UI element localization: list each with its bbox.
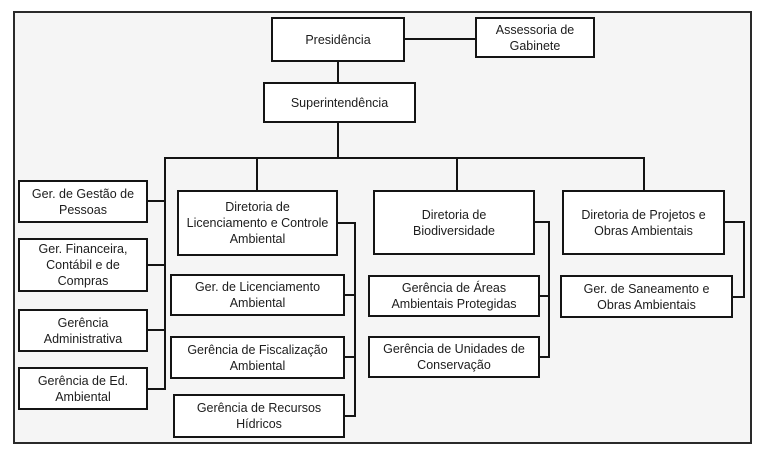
connector-presidencia-assessoria <box>405 38 475 40</box>
node-label: Ger. de Saneamento e Obras Ambientais <box>583 281 710 312</box>
connector-stub-fiscalizacao <box>345 356 355 358</box>
node-label: Presidência <box>305 32 371 47</box>
node-label: Assessoria de Gabinete <box>495 22 575 53</box>
connector-stub-ed-ambiental <box>148 388 166 390</box>
node-gerencia-fiscalizacao-ambiental: Gerência de Fiscalização Ambiental <box>170 336 345 379</box>
connector-drop-dir-projetos <box>643 158 645 190</box>
node-assessoria-de-gabinete: Assessoria de Gabinete <box>475 17 595 58</box>
node-label: Gerência de Unidades de Conservação <box>383 342 525 372</box>
node-label: Ger. de Gestão de Pessoas <box>31 186 135 217</box>
node-gerencia-recursos-hidricos: Gerência de Recursos Hídricos <box>173 394 345 438</box>
connector-stub-financeira <box>148 264 166 266</box>
node-presidencia: Presidência <box>271 17 405 62</box>
connector-trunk-horizontal <box>164 157 645 159</box>
connector-biodiversidade-column-vertical <box>548 221 550 358</box>
node-label: Superintendência <box>290 95 389 110</box>
node-ger-financeira-contabil-compras: Ger. Financeira, Contábil e de Compras <box>18 238 148 292</box>
node-gerencia-unidades-conservacao: Gerência de Unidades de Conservação <box>368 336 540 378</box>
node-ger-licenciamento-ambiental: Ger. de Licenciamento Ambiental <box>170 274 345 316</box>
node-label: Gerência de Áreas Ambientais Protegidas <box>391 281 517 311</box>
connector-stub-dir-licenciamento <box>338 222 355 224</box>
node-diretoria-projetos-obras-ambientais: Diretoria de Projetos e Obras Ambientais <box>562 190 725 255</box>
node-label: Diretoria de Biodiversidade <box>413 207 495 238</box>
connector-licenciamento-column-vertical <box>354 222 356 417</box>
connector-stub-dir-biodiversidade <box>535 221 549 223</box>
node-gerencia-areas-ambientais-protegidas: Gerência de Áreas Ambientais Protegidas <box>368 275 540 317</box>
connector-stub-unidades <box>540 356 550 358</box>
connector-stub-dir-projetos <box>725 221 744 223</box>
node-label: Diretoria de Licenciamento e Controle Am… <box>186 200 329 246</box>
connector-stub-recursos <box>345 415 355 417</box>
node-label: Gerência de Recursos Hídricos <box>196 401 322 431</box>
connector-stub-gestao <box>148 200 166 202</box>
connector-stub-areas <box>540 295 550 297</box>
node-ger-gestao-pessoas: Ger. de Gestão de Pessoas <box>18 180 148 223</box>
node-gerencia-administrativa: Gerência Administrativa <box>18 309 148 352</box>
node-diretoria-licenciamento-controle-ambiental: Diretoria de Licenciamento e Controle Am… <box>177 190 338 256</box>
connector-stub-administrativa <box>148 329 166 331</box>
node-superintendencia: Superintendência <box>263 82 416 123</box>
node-label: Ger. Financeira, Contábil e de Compras <box>38 242 128 288</box>
node-gerencia-ed-ambiental: Gerência de Ed. Ambiental <box>18 367 148 410</box>
node-ger-saneamento-obras-ambientais: Ger. de Saneamento e Obras Ambientais <box>560 275 733 318</box>
node-label: Ger. de Licenciamento Ambiental <box>194 280 321 310</box>
node-label: Diretoria de Projetos e Obras Ambientais <box>581 207 706 238</box>
connector-stub-saneamento <box>733 296 744 298</box>
connector-left-trunk-vertical <box>164 157 166 390</box>
connector-drop-dir-biodiversidade <box>456 158 458 190</box>
connector-drop-dir-licenciamento <box>256 158 258 190</box>
node-label: Gerência de Fiscalização Ambiental <box>187 342 328 373</box>
connector-stub-ger-licenciamento <box>345 294 355 296</box>
connector-superintendencia-trunk <box>337 122 339 158</box>
node-label: Gerência Administrativa <box>43 315 123 346</box>
node-diretoria-biodiversidade: Diretoria de Biodiversidade <box>373 190 535 255</box>
connector-projetos-column-vertical <box>743 221 745 298</box>
connector-presidencia-superintendencia <box>337 61 339 83</box>
node-label: Gerência de Ed. Ambiental <box>37 373 129 404</box>
